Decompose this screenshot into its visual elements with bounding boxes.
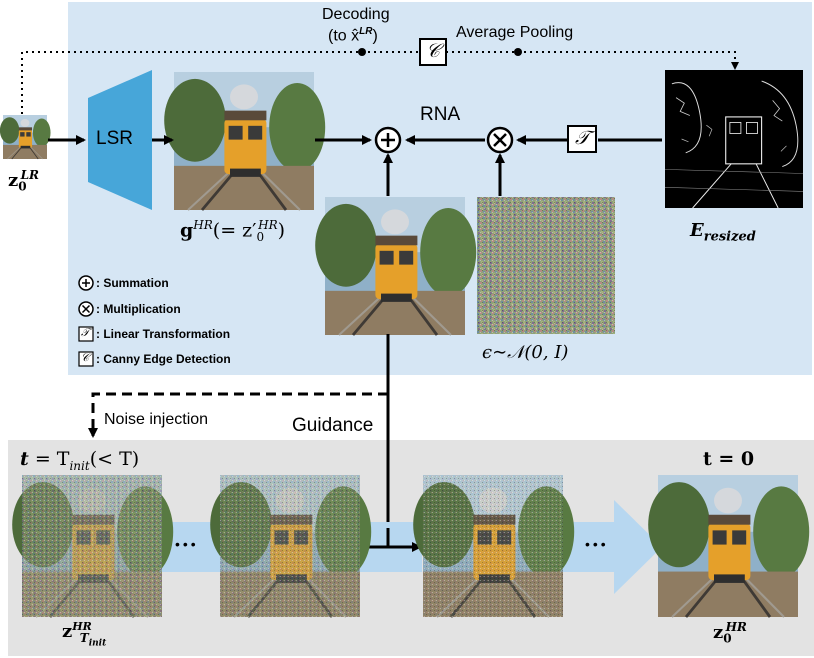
legend-linear: : Linear Transformation <box>96 327 231 341</box>
noise-injection-line <box>88 392 388 438</box>
ellipsis-2: ••• <box>585 536 609 552</box>
z-tinit-label: zHRTinit <box>62 620 107 648</box>
ellipsis-1: ••• <box>175 536 199 552</box>
ghr-label: gHR(= z′0HR) <box>180 218 286 245</box>
legend-canny-icon <box>78 351 94 367</box>
rna-label: RNA <box>420 104 461 125</box>
decoding-dot <box>358 48 366 56</box>
pooling-dotted-line <box>21 51 739 114</box>
t-init-label: t = Tinit(< T) <box>20 448 140 473</box>
legend-linear-glyph: 𝒯 <box>81 326 90 339</box>
decoding-label: Decoding <box>322 6 390 23</box>
e-resized-label: Eresized <box>690 220 756 245</box>
epsilon-label: ϵ∼𝒩(0, I) <box>482 342 569 363</box>
lsr-block <box>88 70 152 210</box>
legend-canny-glyph: 𝒞 <box>81 351 90 364</box>
linear-box <box>567 125 597 153</box>
canny-box-label: 𝒞 <box>426 40 440 62</box>
z0-hr-label: z0HR <box>713 620 747 646</box>
lsr-label: LSR <box>96 128 133 149</box>
edge-image <box>664 69 804 209</box>
legend-multiplication: : Multiplication <box>96 302 181 316</box>
legend-canny: : Canny Edge Detection <box>96 352 231 366</box>
decoding-target-label: (to x̂LR) <box>328 26 378 45</box>
canny-box <box>419 38 447 66</box>
t-zero-label: t = 0 <box>703 448 755 470</box>
bottom-image-final <box>646 473 811 619</box>
linear-box-label: 𝒯 <box>575 127 590 149</box>
final-big-arrow <box>562 500 662 594</box>
noise-injection-label: Noise injection <box>104 411 209 428</box>
average-pooling-label: Average Pooling <box>456 24 574 41</box>
rna-output-image <box>313 195 478 337</box>
legend-linear-icon <box>78 326 94 342</box>
lr-input-image <box>0 114 51 160</box>
ghr-image <box>162 70 327 212</box>
pooling-dot <box>514 48 522 56</box>
legend-summation: : Summation <box>96 276 169 290</box>
guidance-label: Guidance <box>292 415 374 436</box>
z0-lr-label: z0LR <box>8 168 40 194</box>
